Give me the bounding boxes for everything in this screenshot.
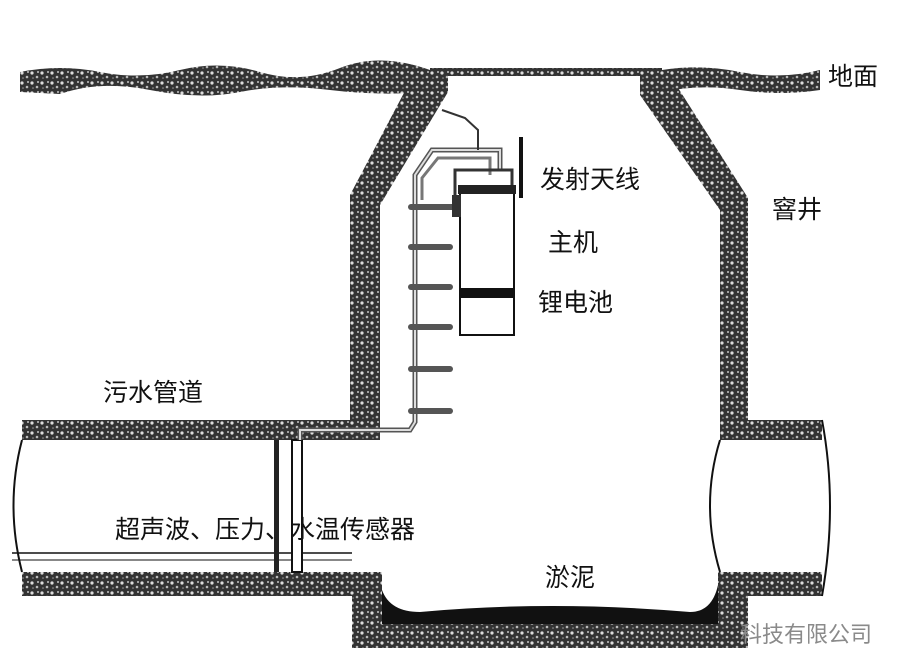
pipe-right-end-inner (709, 439, 721, 573)
manhole-lid (430, 68, 662, 76)
label-manhole: 窨井 (772, 195, 823, 224)
sensor-cable-highlight (299, 149, 501, 440)
label-antenna: 发射天线 (540, 165, 641, 194)
pipe-bottom-right (745, 572, 822, 596)
cable-lead (441, 109, 479, 150)
pipe-left-end (12, 439, 23, 573)
host-bracket (452, 195, 461, 217)
label-ground: 地面 (828, 62, 879, 91)
host-unit (459, 192, 515, 336)
label-sludge: 淤泥 (545, 563, 596, 592)
ladder-rungs (408, 204, 458, 414)
pipe-top-right (720, 420, 822, 440)
pipe-bottom-left (22, 572, 356, 596)
sensor-rod (274, 440, 279, 572)
manhole-left-wall (350, 72, 448, 422)
label-sensors: 超声波、压力、水温传感器 (115, 515, 416, 544)
ground-surface (20, 60, 430, 96)
watermark: 科技有限公司 (740, 623, 873, 648)
pipe-right-end (821, 419, 831, 597)
label-host: 主机 (548, 228, 599, 257)
label-battery: 锂电池 (538, 288, 614, 317)
pipe-top-left (22, 420, 380, 440)
label-sewer-pipe: 污水管道 (103, 378, 204, 407)
manhole-bottom (352, 572, 748, 648)
manhole-right-wall (640, 72, 748, 422)
host-handle (453, 168, 514, 195)
host-cap (458, 185, 516, 194)
sensor-probe (291, 439, 303, 573)
battery-band (460, 288, 514, 298)
cable-bundle (420, 156, 492, 200)
sludge (382, 585, 718, 624)
ground-surface-right (662, 67, 820, 93)
